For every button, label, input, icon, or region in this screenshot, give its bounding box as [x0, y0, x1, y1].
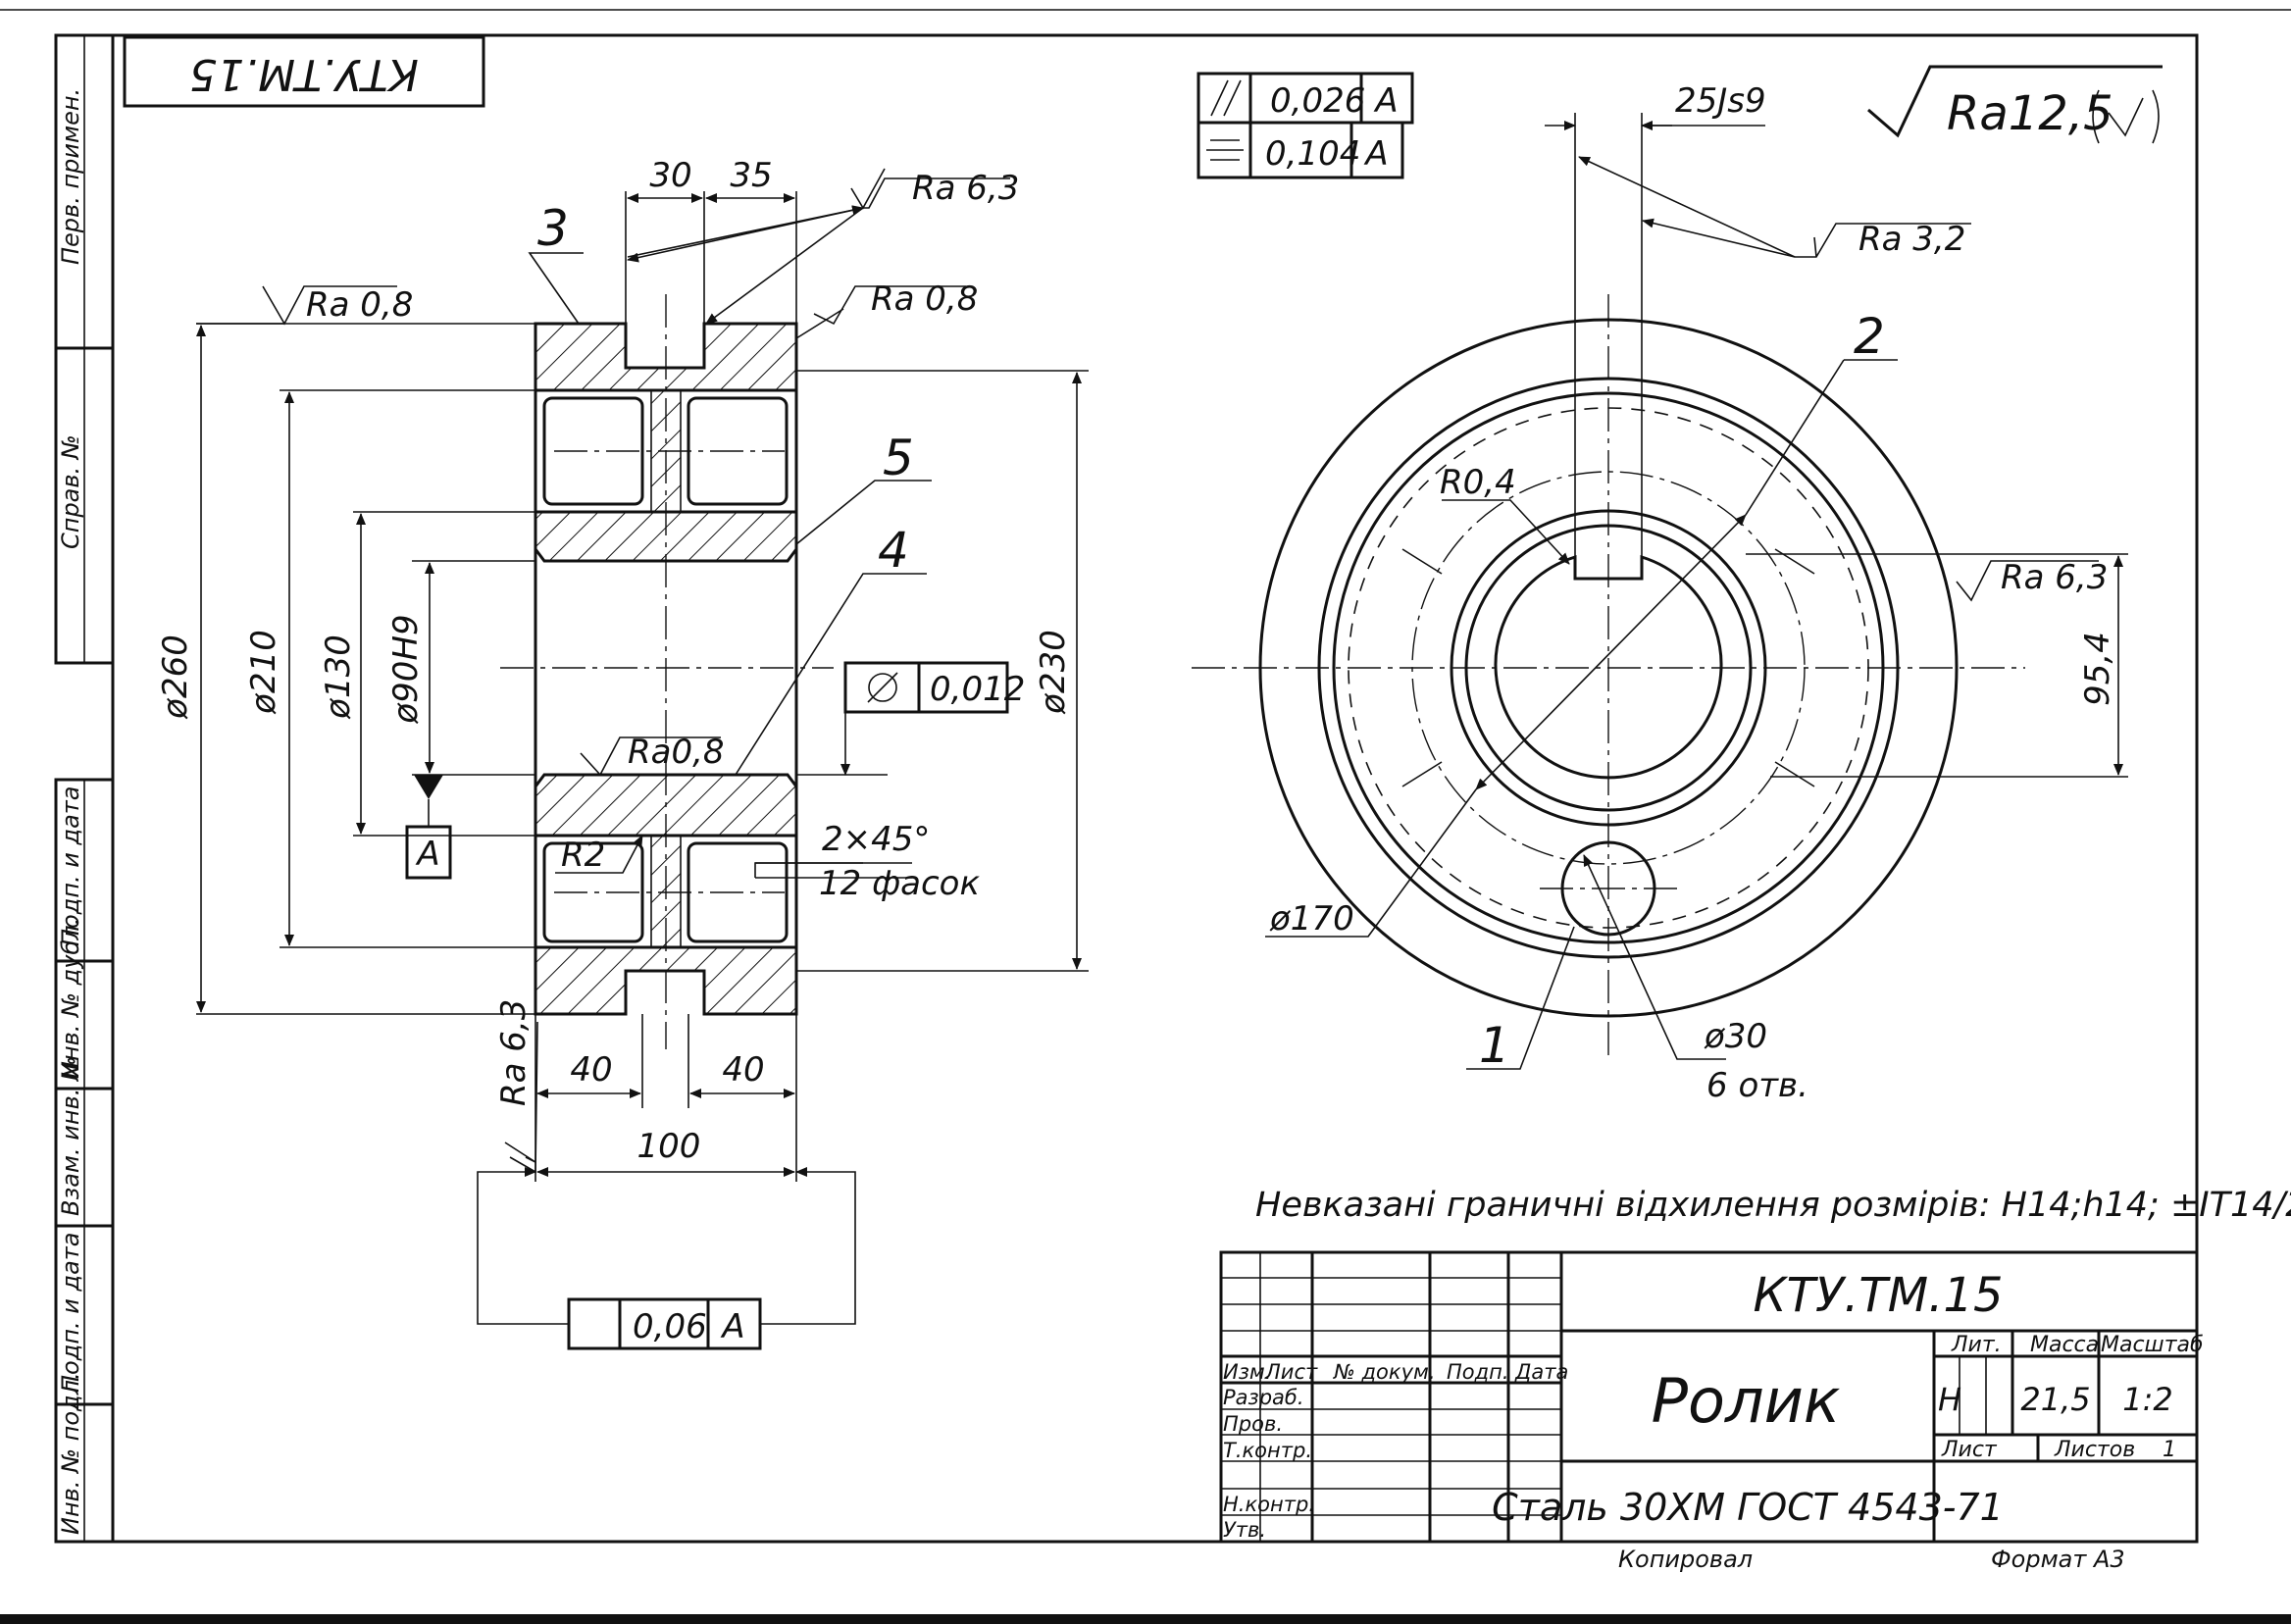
- tb-scale-label: Масштаб: [2101, 1333, 2204, 1357]
- dim-d130: ø130: [319, 634, 358, 720]
- rotated-code-box: КТУ.ТМ.15: [123, 35, 485, 108]
- tb-material: Сталь 30ХМ ГОСТ 4543-71: [1492, 1486, 2004, 1529]
- ra-groove: Ra 6,3: [912, 169, 1019, 208]
- r04-label: R0,4: [1440, 463, 1516, 502]
- side-label-podl: Инв. № подл.: [57, 1372, 84, 1535]
- chamfer-count: 12 фасок: [819, 864, 980, 903]
- title-block: Изм. Лист № докум. Подп. Дата Разраб. Пр…: [1219, 1250, 2204, 1573]
- parallel-datum: A: [1373, 81, 1398, 121]
- role-tkontr: Т.контр.: [1223, 1439, 1312, 1462]
- d170-label: ø170: [1269, 899, 1354, 939]
- tb-scale: 1:2: [2122, 1381, 2173, 1418]
- flatness-value: 0,06: [633, 1307, 707, 1346]
- runout-icon: [867, 672, 898, 703]
- dim-w35: 35: [730, 156, 772, 195]
- tb-sheet-label: Лист: [1941, 1438, 1998, 1462]
- general-note: Невказані граничні відхилення розмірів: …: [1255, 1186, 2291, 1225]
- symmetry-icon: [1206, 139, 1244, 161]
- hdr-date: Дата: [1514, 1360, 1568, 1384]
- leader-3: 3: [537, 200, 569, 257]
- chamfer-label: 2×45°: [822, 820, 930, 859]
- d30-label: ø30: [1704, 1017, 1767, 1056]
- dim-d260: ø260: [156, 634, 195, 720]
- dim-w40b: 40: [722, 1050, 764, 1090]
- tb-copied: Копировал: [1618, 1546, 1753, 1573]
- svg-text:Ra12,5: Ra12,5: [1947, 86, 2113, 141]
- tb-mass-label: Масса: [2030, 1333, 2099, 1357]
- datum-a-label: A: [415, 835, 439, 874]
- tb-format: А3: [2092, 1546, 2125, 1573]
- leader-5: 5: [883, 430, 914, 486]
- parallel-icon: [1210, 79, 1242, 117]
- symmetry-value: 0,104: [1265, 134, 1360, 174]
- ra-bottom: Ra 6,3: [494, 999, 534, 1106]
- side-label-perv: Перв. примен.: [57, 88, 84, 265]
- hdr-podp: Подп.: [1447, 1360, 1509, 1384]
- r2-label: R2: [561, 836, 605, 875]
- side-strip: Перв. примен. Справ. № Подп. и дата Инв.…: [54, 33, 115, 1544]
- dim-954: 95,4: [2078, 632, 2117, 706]
- general-roughness: Ra12,5: [1867, 65, 2163, 144]
- ra-top-left: Ra 0,8: [306, 285, 413, 325]
- ra-key: Ra 3,2: [1858, 220, 1965, 259]
- dim-d90: ø90H9: [386, 614, 426, 724]
- section-view: ø260 ø210 ø130 ø90H9 A ø230 30 35: [156, 156, 1089, 1350]
- ra-bore: Ra0,8: [628, 733, 725, 772]
- scan-bottom-band: [0, 1614, 2291, 1624]
- side-label-podp2: Подп. и дата: [57, 1233, 84, 1394]
- tb-mass: 21,5: [2020, 1381, 2090, 1418]
- tb-sheets: 1: [2163, 1438, 2176, 1462]
- dim-d210: ø210: [244, 630, 283, 715]
- role-nkontr: Н.контр.: [1223, 1493, 1315, 1516]
- tb-doc-code: КТУ.ТМ.15: [1754, 1268, 2004, 1323]
- hdr-izm: Изм.: [1223, 1360, 1271, 1384]
- symmetry-datum: A: [1363, 134, 1388, 174]
- role-utv: Утв.: [1223, 1518, 1266, 1542]
- parallel-value: 0,026: [1270, 81, 1365, 121]
- ra-top-right: Ra 0,8: [871, 279, 978, 319]
- side-label-podp1: Подп. и дата: [57, 787, 84, 947]
- tb-part-name: Ролик: [1652, 1365, 1841, 1437]
- side-label-sprav: Справ. №: [57, 434, 84, 549]
- svg-text:КТУ.ТМ.15: КТУ.ТМ.15: [189, 49, 419, 99]
- role-prov: Пров.: [1223, 1412, 1283, 1436]
- hdr-list: Лист: [1264, 1360, 1318, 1384]
- leader-2: 2: [1854, 308, 1885, 365]
- leader-1: 1: [1479, 1017, 1510, 1074]
- keyway-dim: 25Js9: [1675, 81, 1766, 121]
- tb-lit: Н: [1938, 1381, 1961, 1418]
- tb-lit-label: Лит.: [1951, 1333, 2002, 1357]
- flatness-datum: A: [720, 1307, 744, 1346]
- tb-format-label: Формат: [1991, 1546, 2087, 1573]
- tb-sheets-label: Листов: [2054, 1438, 2135, 1462]
- ra-side: Ra 6,3: [2001, 558, 2108, 597]
- dim-w100: 100: [637, 1127, 701, 1166]
- dim-d230: ø230: [1034, 630, 1073, 715]
- leader-4: 4: [878, 522, 909, 579]
- role-razrab: Разраб.: [1223, 1386, 1304, 1409]
- front-view: 25Js9 Ra 3,2 0,026 A 0,104 A 2: [1192, 72, 2128, 1105]
- hdr-doc: № докум.: [1333, 1360, 1436, 1384]
- side-label-dubl: Инв. № дубл.: [57, 918, 84, 1079]
- dim-w30: 30: [649, 156, 691, 195]
- side-label-vzam: Взам. инв. №: [57, 1056, 84, 1216]
- runout-value: 0,012: [930, 670, 1025, 709]
- holes-label: 6 отв.: [1706, 1066, 1808, 1105]
- dim-w40a: 40: [570, 1050, 612, 1090]
